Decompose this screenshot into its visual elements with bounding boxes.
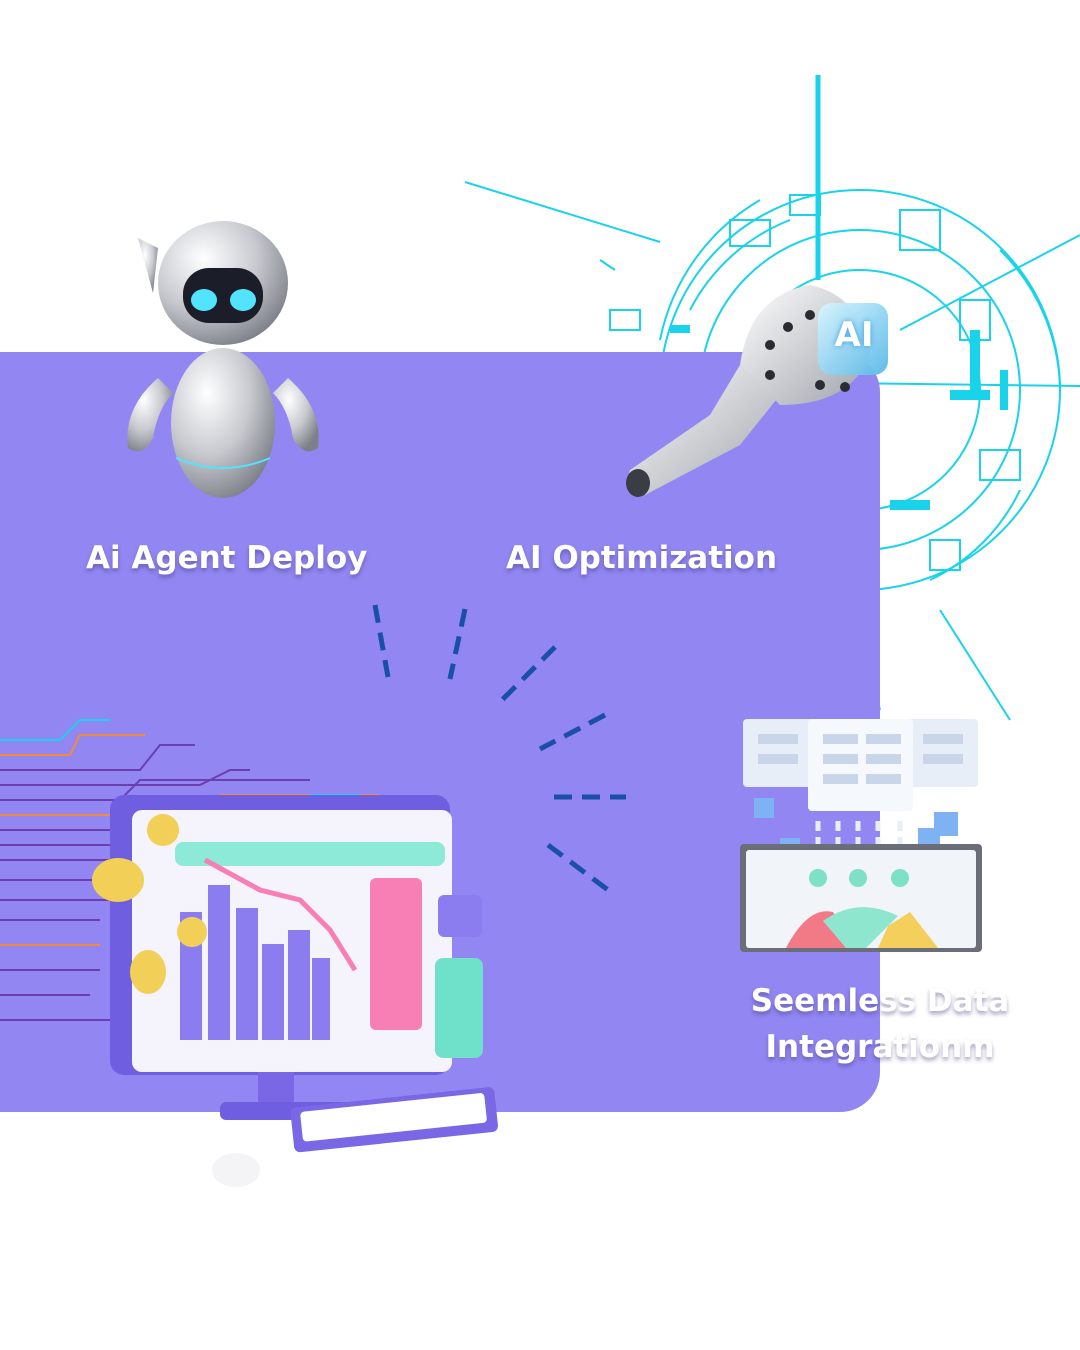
data-integration-illustration — [740, 719, 982, 952]
agent-deploy-label: Ai Agent Deploy — [86, 540, 368, 576]
data-integration-label-line2: Integrationm — [765, 1029, 995, 1065]
radiating-dash-lines — [372, 604, 626, 892]
analytics-monitor-illustration — [0, 719, 498, 1187]
robot-hand-ai-cube: AI — [620, 275, 900, 515]
data-integration-label: Seemless Data Integrationm — [750, 978, 1010, 1070]
robot-hand-ai-cube-icon — [626, 285, 888, 497]
ai-optimization-label: AI Optimization — [506, 540, 778, 576]
ai-cube-text: AI — [834, 315, 874, 355]
data-integration-label-line1: Seemless Data — [750, 983, 1010, 1019]
robot-mascot-icon — [127, 221, 319, 498]
